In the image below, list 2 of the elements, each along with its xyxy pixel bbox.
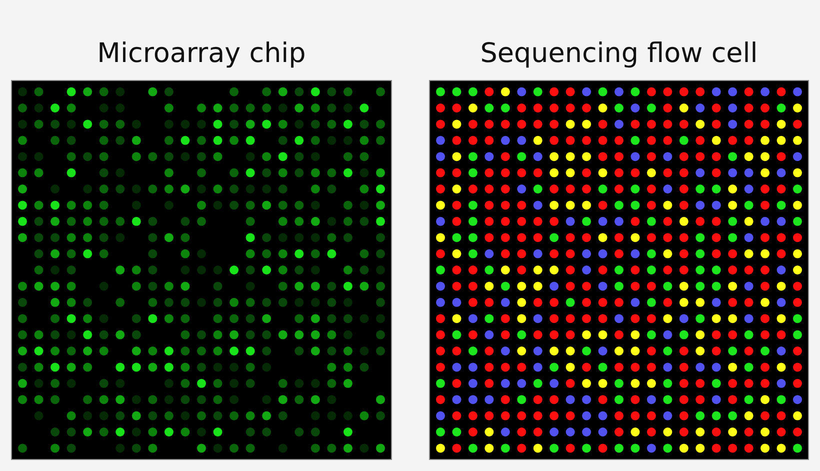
- panel-heading: Sequencing flow cell: [480, 37, 758, 71]
- panel-heading: Microarray chip: [97, 37, 306, 71]
